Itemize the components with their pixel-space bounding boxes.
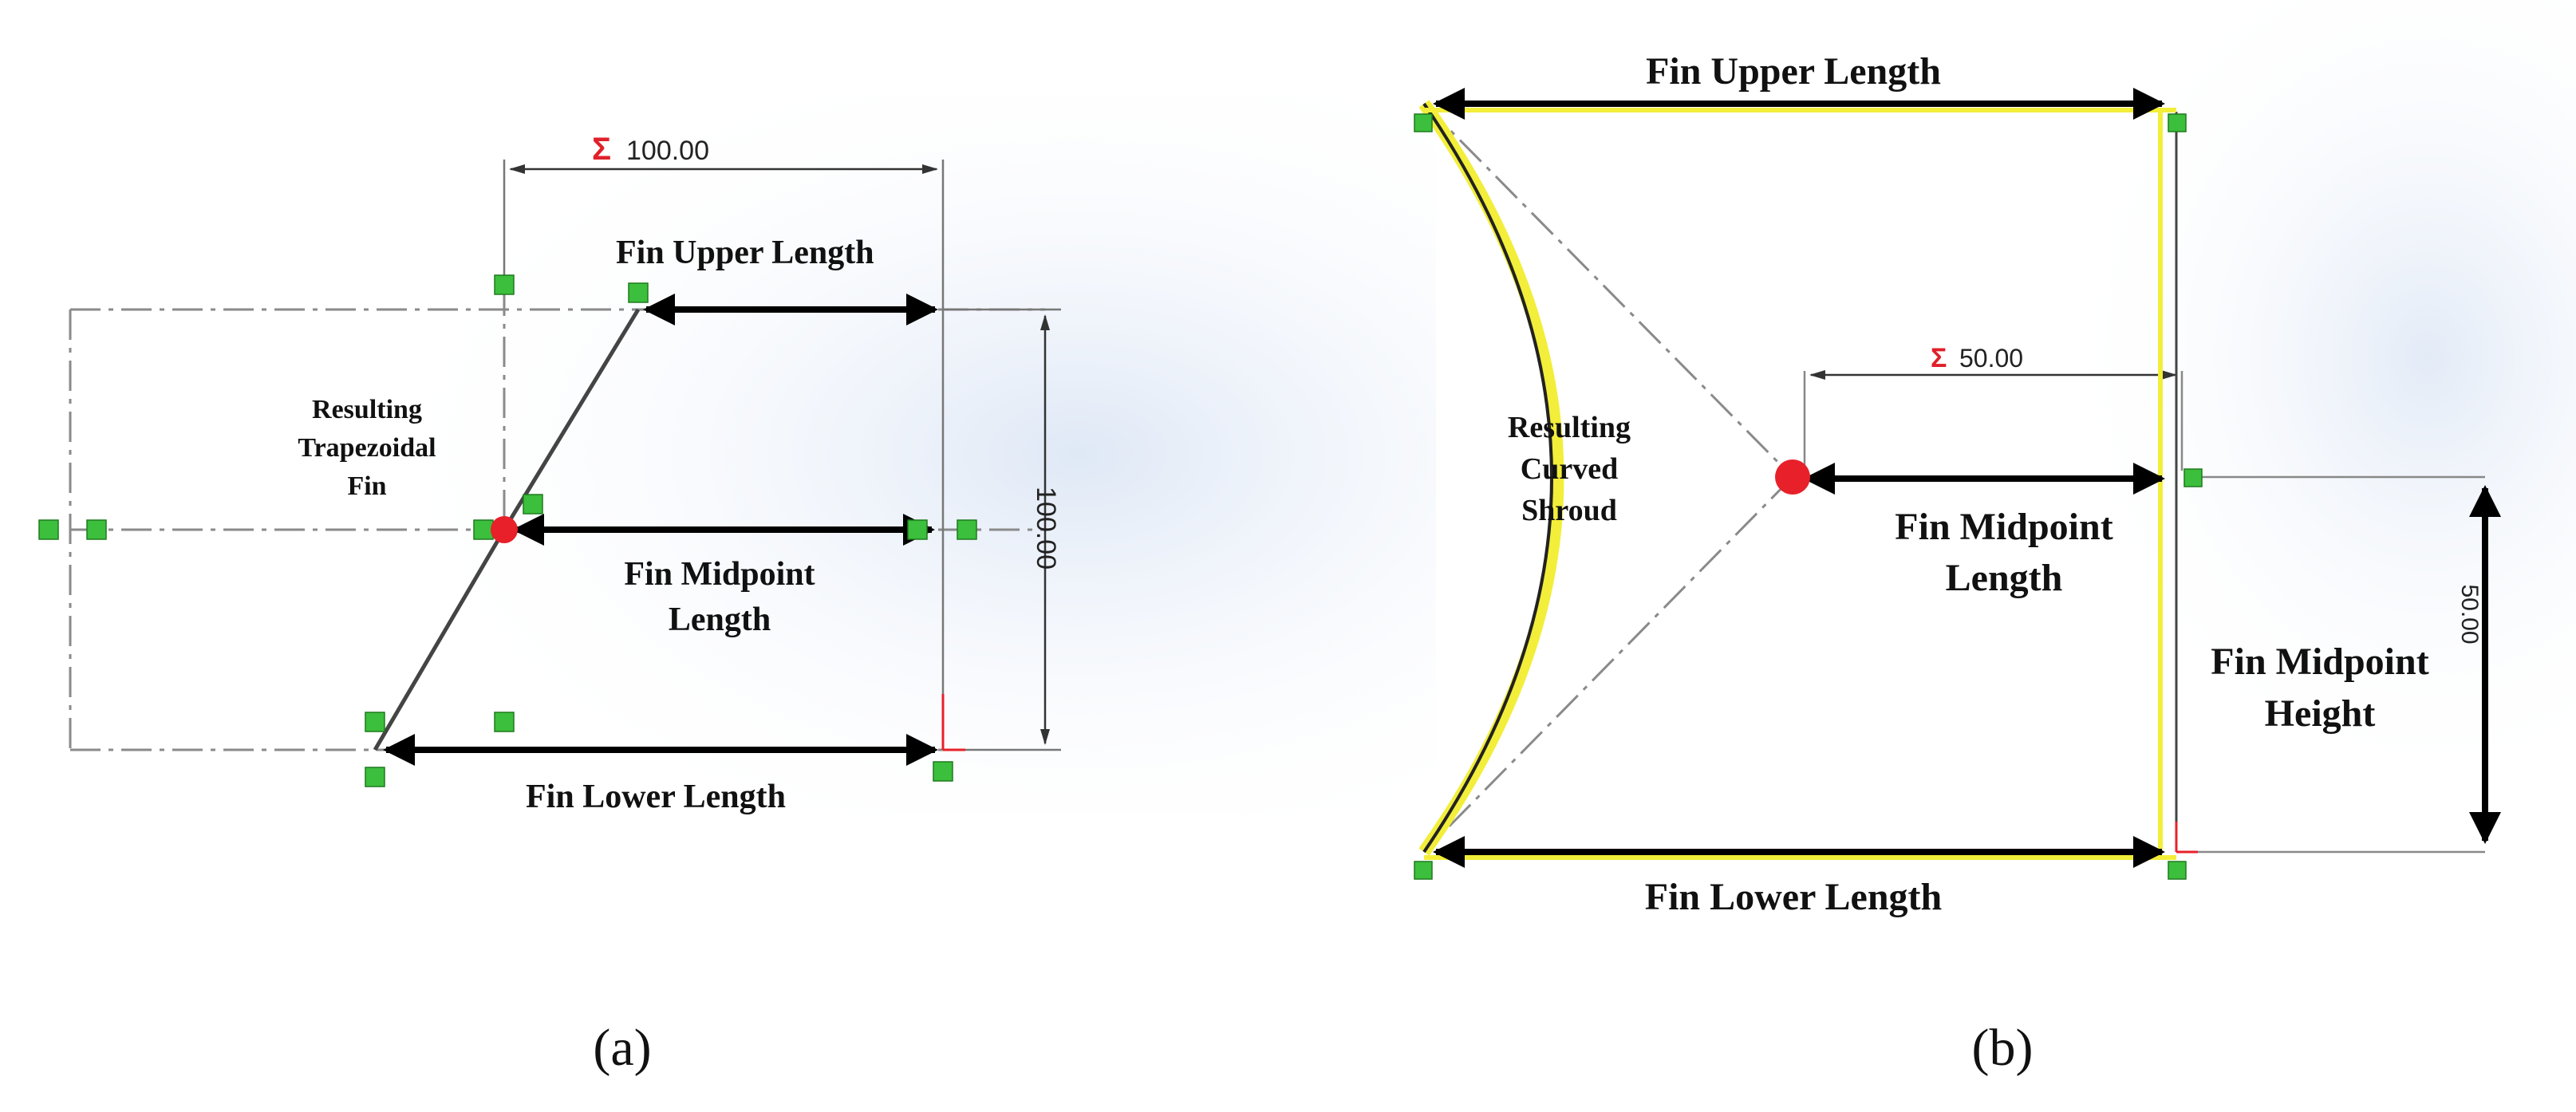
panel-a-caption: (a) xyxy=(593,1019,651,1077)
fin-midpoint-height-label-line2: Height xyxy=(2265,692,2376,735)
fin-upper-length-label: Fin Upper Length xyxy=(1646,50,1941,93)
side-dimension-value: 100.00 xyxy=(1031,487,1061,570)
resulting-shape-label-line2: Curved xyxy=(1521,452,1618,486)
extension-lines xyxy=(503,160,1061,751)
fin-midpoint-length-label-line2: Length xyxy=(1946,557,2063,599)
construction-lines xyxy=(1422,102,1794,854)
mid-dimension-value: 50.00 xyxy=(1959,344,2023,373)
resulting-shape-label-line3: Fin xyxy=(347,471,386,501)
panel-a: Σ 100.00 100.00 xyxy=(38,96,1436,1077)
fin-midpoint-height-label-line1: Fin Midpoint xyxy=(2211,641,2428,683)
resulting-shape-label-line2: Trapezoidal xyxy=(298,433,436,463)
curved-shroud-edge xyxy=(1422,102,1553,854)
sketch-handles xyxy=(38,274,977,787)
panel-a-background xyxy=(239,96,1436,814)
mid-dimension-sigma: Σ xyxy=(1931,343,1947,373)
trapezoidal-fin-edge xyxy=(373,308,641,751)
resulting-shape-label-line1: Resulting xyxy=(312,395,422,424)
top-dimension-value: 100.00 xyxy=(626,136,709,166)
fin-upper-length-label: Fin Upper Length xyxy=(616,235,874,271)
top-dimension-sigma: Σ xyxy=(592,132,611,167)
extension-lines xyxy=(1803,371,2485,854)
origin-marker xyxy=(941,694,965,751)
panel-b-caption: (b) xyxy=(1972,1019,2034,1077)
resulting-shape-label-line1: Resulting xyxy=(1508,411,1631,444)
arrows-b xyxy=(1433,88,2501,868)
curved-shroud-highlight xyxy=(1418,100,1564,856)
fin-midpoint[interactable] xyxy=(491,516,518,543)
fin-midpoint-length-label-line1: Fin Midpoint xyxy=(624,556,815,593)
fin-midpoint[interactable] xyxy=(1775,459,1810,495)
origin-marker xyxy=(2175,822,2198,854)
side-dimension-value: 50.00 xyxy=(2456,584,2483,644)
fin-midpoint-length-label-line1: Fin Midpoint xyxy=(1895,506,2112,548)
fin-midpoint-length-label-line2: Length xyxy=(669,601,771,638)
arrows-a xyxy=(383,294,938,766)
fin-lower-length-label: Fin Lower Length xyxy=(526,779,786,815)
fin-lower-length-label: Fin Lower Length xyxy=(1645,876,1942,918)
resulting-shape-label-line3: Shroud xyxy=(1521,494,1617,527)
panel-b: Σ 50.00 50.00 xyxy=(1414,0,2576,1077)
sketch-handles xyxy=(1414,113,2203,880)
panel-b-background xyxy=(1835,0,2576,893)
